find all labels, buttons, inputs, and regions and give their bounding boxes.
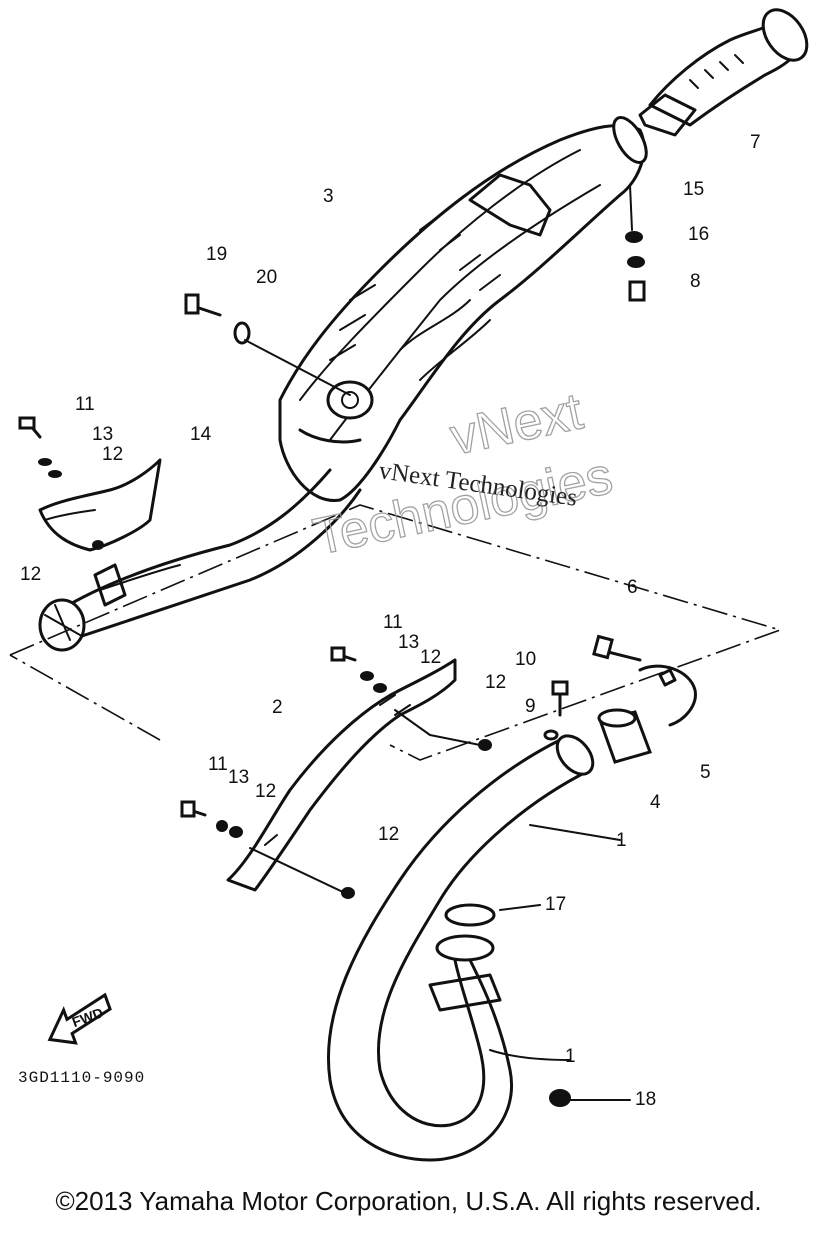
silencer-tip-part-7 bbox=[638, 8, 809, 137]
washer-part-9 bbox=[543, 729, 559, 741]
callout-11-b: 11 bbox=[383, 612, 403, 633]
callout-9: 9 bbox=[525, 696, 536, 717]
washer-part-20 bbox=[233, 321, 251, 345]
washer-part-15 bbox=[625, 231, 643, 243]
callout-7: 7 bbox=[750, 132, 761, 153]
callout-13-a: 13 bbox=[92, 424, 113, 445]
callout-14: 14 bbox=[190, 424, 212, 445]
hardware-parts bbox=[18, 231, 697, 1107]
callout-labels: 7 3 15 16 8 19 20 11 13 12 14 12 6 11 13… bbox=[20, 132, 761, 1110]
nut-part-18 bbox=[549, 1089, 571, 1107]
heat-protector-part-2 bbox=[226, 658, 457, 892]
callout-19: 19 bbox=[206, 244, 227, 265]
heat-shield-part-14 bbox=[38, 458, 162, 552]
watermark-outline-line1: vNext bbox=[445, 382, 588, 466]
callout-17: 17 bbox=[545, 894, 566, 915]
callout-15: 15 bbox=[683, 179, 704, 200]
callout-16: 16 bbox=[688, 224, 709, 245]
callout-12-d: 12 bbox=[485, 672, 506, 693]
callout-12-c: 12 bbox=[420, 647, 441, 668]
callout-6: 6 bbox=[627, 577, 638, 598]
callout-8: 8 bbox=[690, 271, 701, 292]
copyright-notice: ©2013 Yamaha Motor Corporation, U.S.A. A… bbox=[55, 1186, 762, 1216]
callout-4: 4 bbox=[650, 792, 661, 813]
callout-12-e: 12 bbox=[255, 781, 276, 802]
callout-3: 3 bbox=[323, 186, 334, 207]
nut-part-16 bbox=[627, 256, 645, 268]
gasket-part-17 bbox=[444, 903, 496, 927]
callout-5: 5 bbox=[700, 762, 711, 783]
callout-1-b: 1 bbox=[565, 1046, 576, 1067]
callout-18: 18 bbox=[635, 1089, 656, 1110]
callout-13-c: 13 bbox=[228, 767, 249, 788]
callout-11-c: 11 bbox=[208, 754, 228, 775]
callout-10: 10 bbox=[515, 649, 536, 670]
fwd-arrow: FWD bbox=[47, 992, 112, 1045]
callout-1: 1 bbox=[616, 830, 627, 851]
callout-12-f: 12 bbox=[378, 824, 399, 845]
callout-20: 20 bbox=[256, 267, 277, 288]
exhaust-pipe-part-1 bbox=[327, 734, 595, 1162]
callout-12-a: 12 bbox=[102, 444, 123, 465]
callout-12-b: 12 bbox=[20, 564, 41, 585]
diagram-canvas: FWD vNext Technologies vNext Technologie… bbox=[9, 8, 809, 1162]
part-code: 3GD1110-9090 bbox=[18, 1069, 145, 1087]
clamp-part-5 bbox=[638, 664, 697, 727]
callout-2: 2 bbox=[272, 697, 283, 718]
assembly-lines bbox=[9, 184, 783, 1101]
bolt-part-8 bbox=[628, 280, 646, 302]
muffler-part-3 bbox=[278, 116, 648, 502]
fwd-label: FWD bbox=[70, 1004, 105, 1030]
head-pipe-assembled bbox=[38, 468, 362, 652]
callout-13-b: 13 bbox=[398, 632, 419, 653]
callout-11-a: 11 bbox=[75, 394, 95, 415]
